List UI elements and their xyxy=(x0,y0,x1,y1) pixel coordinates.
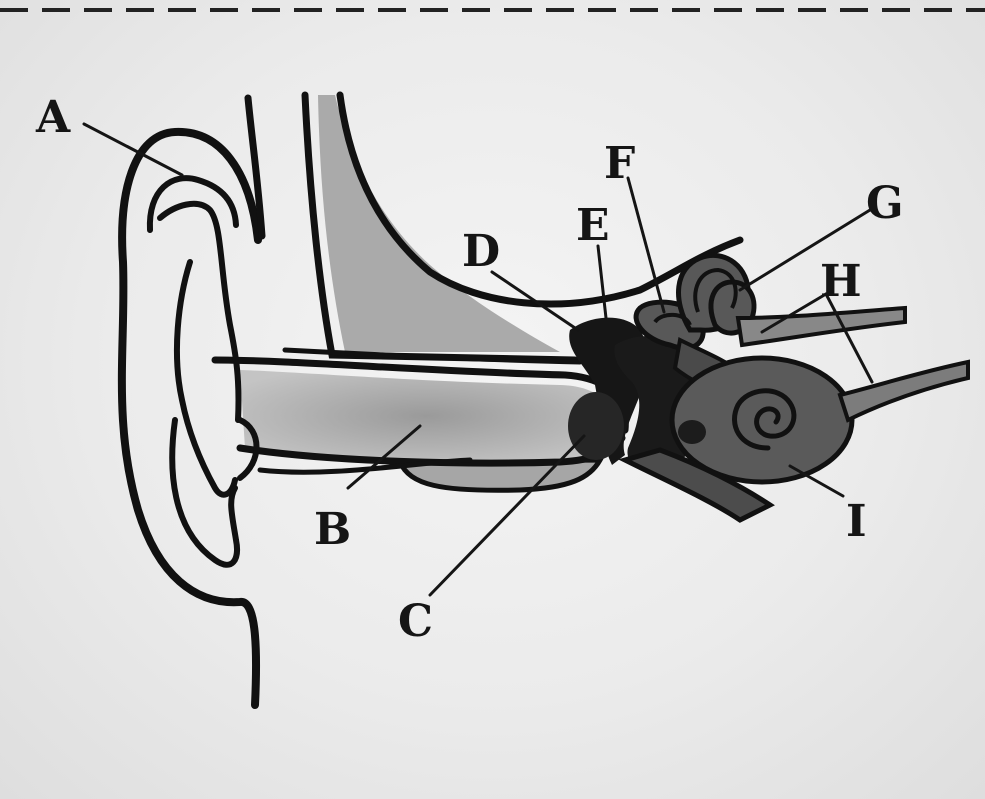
label-g: G xyxy=(866,178,904,229)
leader-line-h2 xyxy=(826,294,872,382)
label-b: B xyxy=(314,504,351,555)
label-d: D xyxy=(462,226,500,277)
cochlear-nerve xyxy=(840,362,968,420)
label-f: F xyxy=(604,138,635,189)
vestibular-nerve xyxy=(738,308,905,345)
label-c: C xyxy=(398,596,433,647)
ear-canal xyxy=(240,370,612,462)
temporal-bone xyxy=(318,95,560,352)
label-a: A xyxy=(35,92,71,143)
pinna-antihelix xyxy=(160,204,239,420)
label-i: I xyxy=(846,496,867,547)
label-e: E xyxy=(576,200,610,251)
round-window xyxy=(678,420,706,444)
leader-line-e xyxy=(598,246,606,318)
label-h: H xyxy=(820,256,862,307)
eardrum xyxy=(568,392,624,460)
